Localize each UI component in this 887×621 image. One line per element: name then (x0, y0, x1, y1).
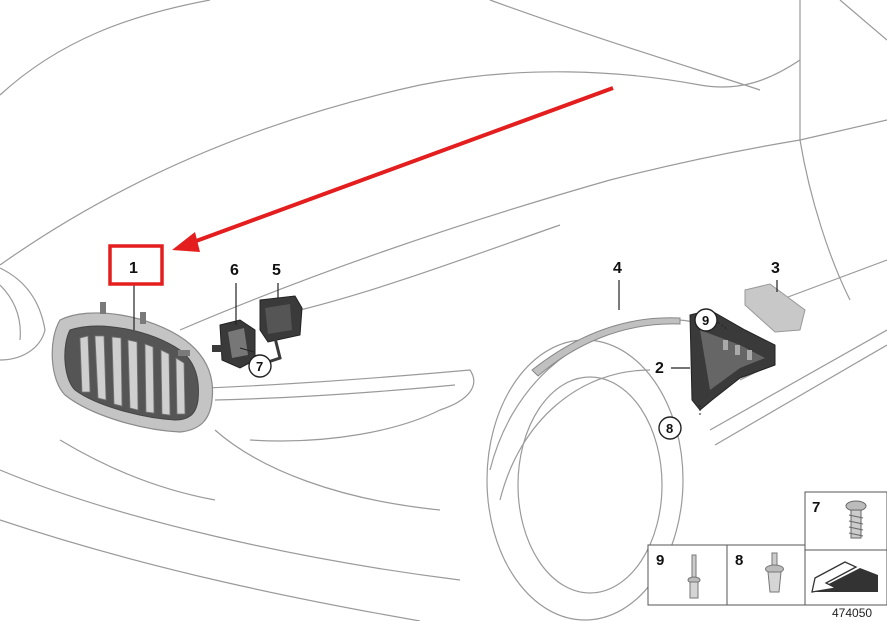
circle-7-outline (248, 354, 272, 378)
red-annotation (108, 86, 614, 286)
air-duct-part[interactable] (689, 309, 776, 411)
clip-icon (765, 552, 784, 593)
screw-icon (845, 500, 867, 539)
red-highlight-box (108, 244, 164, 286)
legend-label-7: 7 (812, 499, 820, 516)
grille-clips (100, 302, 190, 356)
circle-9-outline (694, 308, 718, 332)
circle-8-outline (658, 416, 682, 440)
kidney-grille-part[interactable] (51, 302, 214, 433)
callout-part-5: 5 (272, 262, 281, 279)
trim-strip-part[interactable] (531, 317, 681, 377)
circle-9-number: 9 (702, 313, 709, 328)
legend-box-7 (804, 491, 887, 551)
cover-panel-part[interactable] (744, 283, 806, 333)
legend-box-8 (726, 544, 806, 606)
sensor-module-part[interactable] (259, 295, 303, 364)
grille-slats (79, 335, 186, 416)
circled-callouts: 7 9 8 (248, 308, 718, 440)
legend-box-9 (647, 544, 728, 606)
circle-7-number: 7 (256, 359, 263, 374)
red-arrow (187, 86, 614, 246)
red-arrowhead (172, 232, 200, 252)
legend-label-9: 9 (656, 552, 664, 569)
callout-labels: 1 6 5 4 3 2 (129, 260, 780, 377)
callout-part-4: 4 (613, 260, 622, 277)
bracket-part[interactable] (212, 319, 256, 369)
leader-lines (133, 280, 778, 415)
legend-label-8: 8 (735, 552, 743, 569)
mounting-direction-icon (811, 561, 878, 593)
callout-part-6: 6 (230, 262, 239, 279)
callout-part-1: 1 (129, 260, 138, 277)
diagram-id: 474050 (832, 606, 872, 620)
callout-part-2: 2 (655, 360, 664, 377)
circle-8-number: 8 (666, 421, 673, 436)
rivet-icon (687, 554, 701, 599)
hardware-legend: 7 9 8 (647, 491, 887, 606)
callout-part-3: 3 (771, 260, 780, 277)
